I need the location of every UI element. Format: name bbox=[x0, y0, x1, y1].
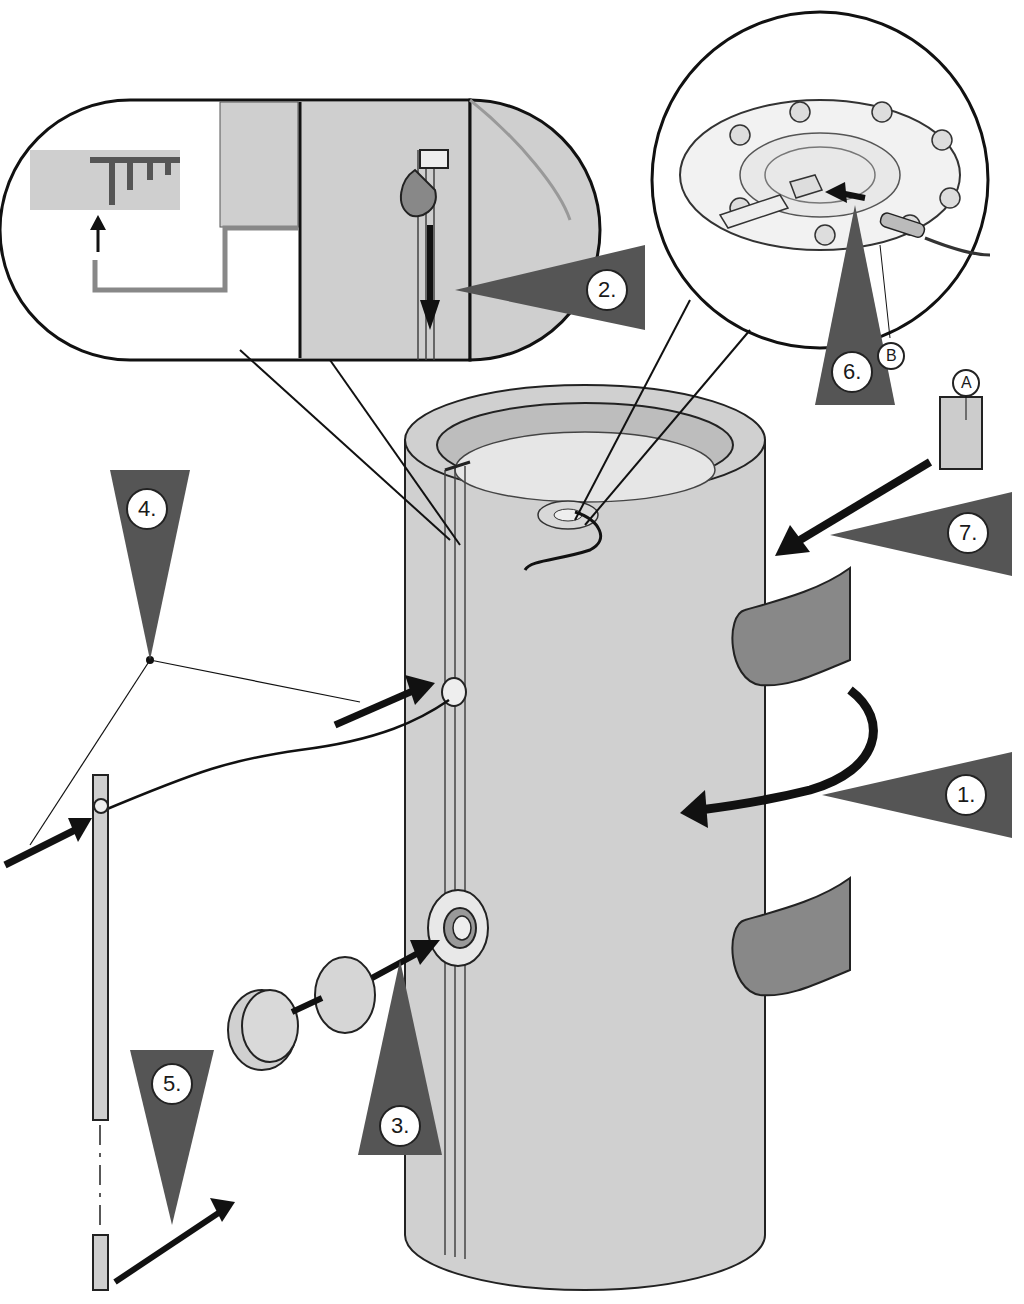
part-letter: A bbox=[961, 375, 972, 391]
callout-number: 7. bbox=[959, 522, 977, 544]
callout-number: 5. bbox=[163, 1073, 181, 1095]
part-letter: B bbox=[886, 348, 897, 364]
callout-number: 6. bbox=[843, 361, 861, 383]
callout-number: 1. bbox=[957, 784, 975, 806]
callout-number: 2. bbox=[598, 279, 616, 301]
callout-number: 3. bbox=[391, 1115, 409, 1137]
callout-number: 4. bbox=[138, 498, 156, 520]
